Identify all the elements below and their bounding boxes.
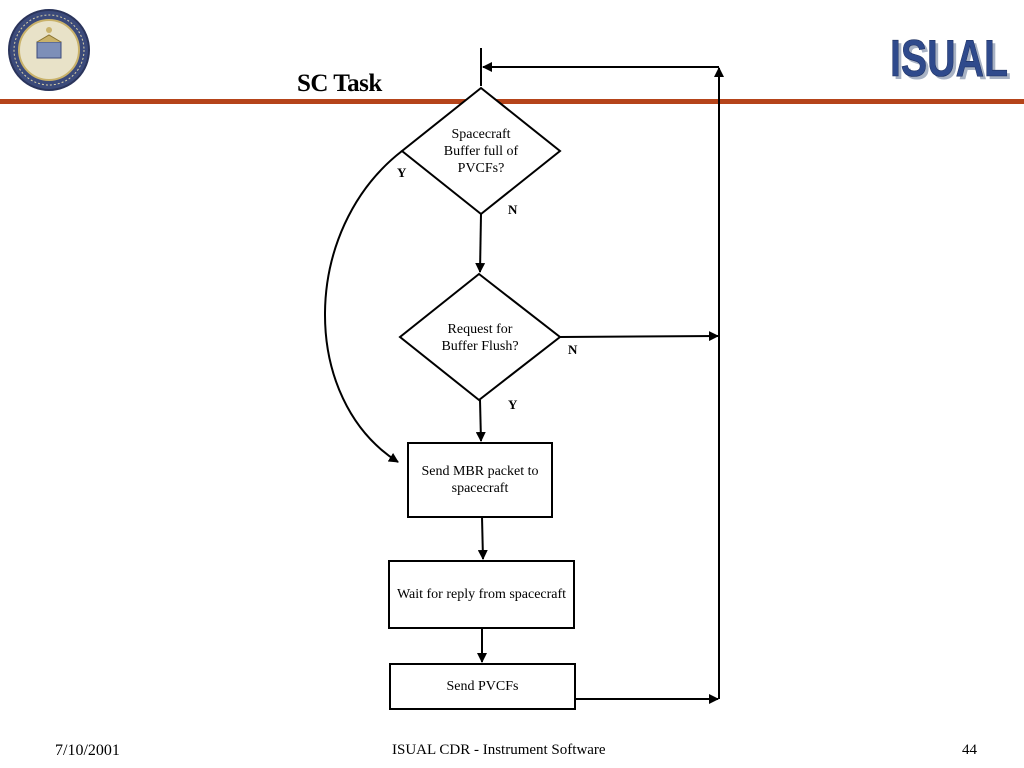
edge-buffer-full-no xyxy=(475,213,486,273)
process-send-mbr xyxy=(407,442,553,518)
edge-buffer-full-yes xyxy=(324,150,403,463)
process-send-pvcfs xyxy=(389,663,576,710)
process-send-mbr-label: Send MBR packet to spacecraft xyxy=(421,464,539,496)
logo-text-shadow: ISUAL xyxy=(893,33,1011,86)
edge-label-buffer-full-no: N xyxy=(508,202,518,217)
decision-flush-request-label: Request for Buffer Flush? xyxy=(441,322,519,354)
edge-label-flush-request-no: N xyxy=(568,342,578,357)
process-send-pvcfs-label: Send PVCFs xyxy=(446,679,519,694)
logo-text: ISUAL xyxy=(890,30,1008,86)
footer-date: 7/10/2001 xyxy=(55,742,120,759)
footer-page-number: 44 xyxy=(962,742,977,758)
edge-label-flush-request-yes: Y xyxy=(508,397,518,412)
decision-flush-request xyxy=(398,272,562,402)
isual-logo: ISUAL ISUAL xyxy=(890,28,1014,91)
process-wait-reply xyxy=(388,560,575,629)
edge-flush-request-yes xyxy=(475,399,486,442)
decision-buffer-full-label: Spacecraft Buffer full of PVCFs? xyxy=(443,126,519,176)
edge-label-buffer-full-yes: Y xyxy=(397,165,407,180)
header-rule xyxy=(0,99,1024,104)
university-seal-icon xyxy=(7,8,91,92)
slide-title: SC Task xyxy=(297,70,382,97)
process-wait-reply-label: Wait for reply from spacecraft xyxy=(396,587,567,602)
edge-flush-request-no xyxy=(559,331,719,342)
footer-center-text: ISUAL CDR - Instrument Software xyxy=(392,742,606,758)
edge-mbr-to-wait xyxy=(477,516,488,560)
